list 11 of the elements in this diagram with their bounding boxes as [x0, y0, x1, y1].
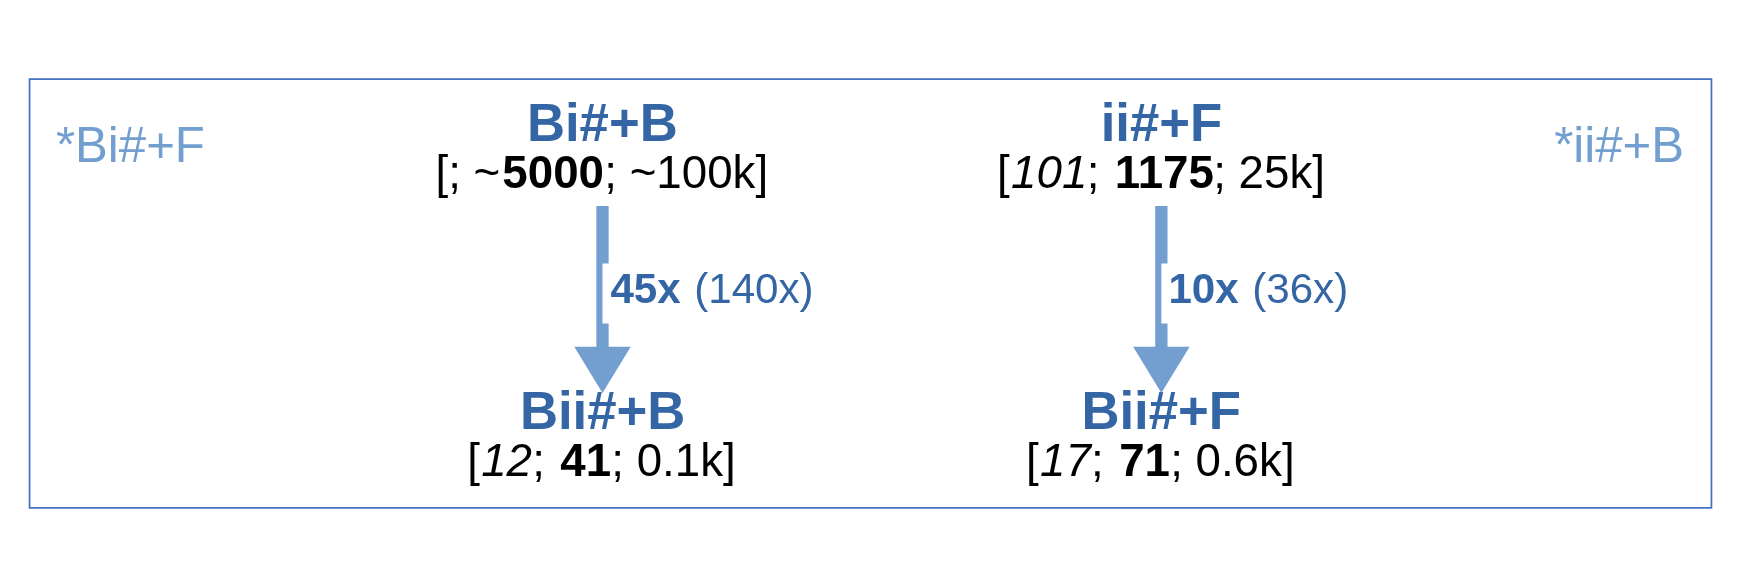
arrow	[1133, 206, 1190, 393]
edge-label: 45x (140x)	[610, 264, 814, 312]
label: *Bi#+F	[55, 116, 205, 172]
node-text: Bii#+B [12; 41; 0.1k]	[467, 380, 736, 486]
node-text: Bi#+B [; ~5000; ~100k]	[435, 92, 769, 198]
node-text: ii#+F [101; 1175; 25k]	[997, 92, 1325, 198]
node-text: Bii#+F [17; 71; 0.6k]	[1026, 380, 1295, 486]
label: *ii#+B	[1554, 116, 1685, 172]
edge-label: 10x (36x)	[1168, 264, 1349, 312]
arrow	[574, 206, 631, 393]
cluster	[28, 78, 1713, 509]
